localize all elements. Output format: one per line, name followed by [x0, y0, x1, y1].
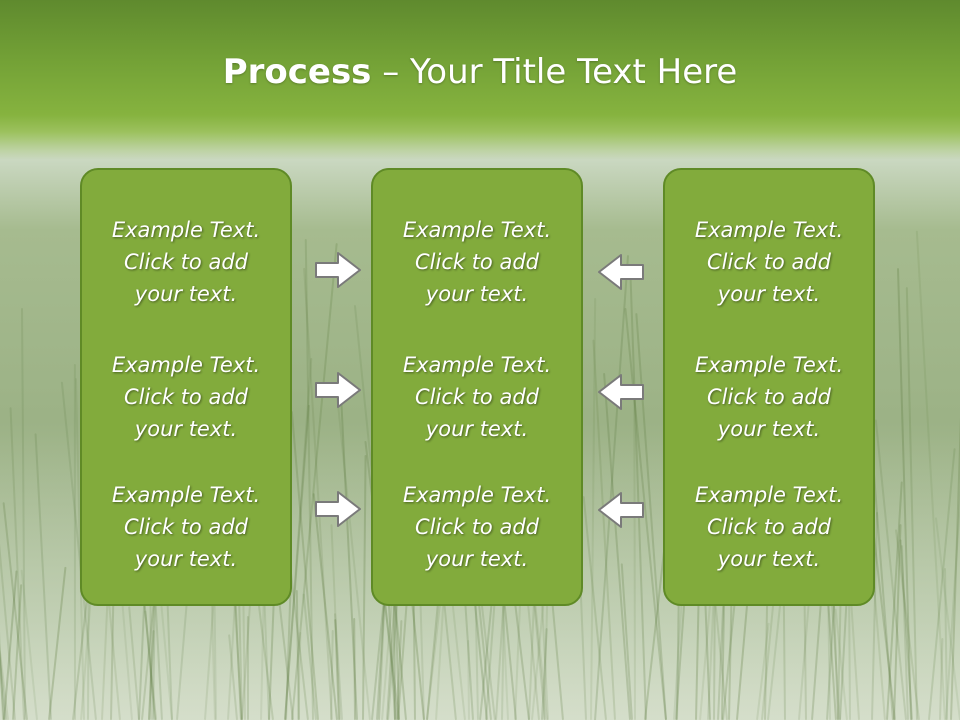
grass-blade — [48, 566, 67, 720]
process-panel-right[interactable]: Example Text. Click to add your text. Ex… — [663, 168, 875, 606]
text-line: Example Text. — [111, 218, 261, 242]
text-line: Click to add — [123, 385, 248, 409]
panel-text-block[interactable]: Example Text. Click to add your text. — [82, 214, 290, 310]
text-line: Click to add — [706, 515, 831, 539]
grass-blade — [589, 297, 596, 720]
text-line: Click to add — [123, 515, 248, 539]
text-line: Example Text. — [402, 218, 552, 242]
panel-text-block[interactable]: Example Text. Click to add your text. — [373, 479, 581, 575]
text-line: Example Text. — [111, 353, 261, 377]
panel-text-block[interactable]: Example Text. Click to add your text. — [82, 349, 290, 445]
text-line: Click to add — [706, 385, 831, 409]
arrow-left-icon — [598, 492, 644, 528]
grass-blade — [0, 231, 7, 720]
panel-text-block[interactable]: Example Text. Click to add your text. — [665, 349, 873, 445]
panel-text-block[interactable]: Example Text. Click to add your text. — [665, 479, 873, 575]
panel-text-block[interactable]: Example Text. Click to add your text. — [373, 349, 581, 445]
text-line: Example Text. — [694, 483, 844, 507]
text-line: your text. — [425, 282, 529, 306]
text-line: Click to add — [414, 385, 539, 409]
arrow-left-icon — [598, 254, 644, 290]
arrow-right-icon — [315, 252, 361, 288]
text-line: your text. — [134, 282, 238, 306]
arrow-right-icon — [315, 372, 361, 408]
title-band — [0, 0, 960, 160]
arrow-left-icon — [598, 374, 644, 410]
grass-blade — [916, 230, 947, 720]
grass-blade — [466, 639, 470, 720]
text-line: your text. — [134, 417, 238, 441]
arrow-right-icon — [315, 491, 361, 527]
grass-blade — [34, 432, 52, 720]
process-panel-left[interactable]: Example Text. Click to add your text. Ex… — [80, 168, 292, 606]
text-line: your text. — [425, 547, 529, 571]
text-line: Example Text. — [111, 483, 261, 507]
grass-blade — [330, 629, 335, 720]
title-bold: Process — [222, 52, 372, 92]
process-panel-center[interactable]: Example Text. Click to add your text. Ex… — [371, 168, 583, 606]
grass-blade — [338, 375, 358, 720]
text-line: Example Text. — [402, 353, 552, 377]
grass-blade — [474, 595, 479, 720]
grass-blade — [811, 590, 824, 720]
slide-title: Process – Your Title Text Here — [0, 52, 960, 92]
panel-text-block[interactable]: Example Text. Click to add your text. — [665, 214, 873, 310]
grass-blade — [0, 241, 4, 720]
text-line: your text. — [425, 417, 529, 441]
text-line: your text. — [717, 417, 821, 441]
text-line: Example Text. — [402, 483, 552, 507]
text-line: Example Text. — [694, 353, 844, 377]
text-line: your text. — [717, 282, 821, 306]
text-line: Click to add — [414, 250, 539, 274]
text-line: Example Text. — [694, 218, 844, 242]
panel-text-block[interactable]: Example Text. Click to add your text. — [373, 214, 581, 310]
text-line: Click to add — [123, 250, 248, 274]
title-rest: – Your Title Text Here — [371, 52, 738, 92]
panel-text-block[interactable]: Example Text. Click to add your text. — [82, 479, 290, 575]
text-line: Click to add — [414, 515, 539, 539]
text-line: Click to add — [706, 250, 831, 274]
text-line: your text. — [717, 547, 821, 571]
text-line: your text. — [134, 547, 238, 571]
